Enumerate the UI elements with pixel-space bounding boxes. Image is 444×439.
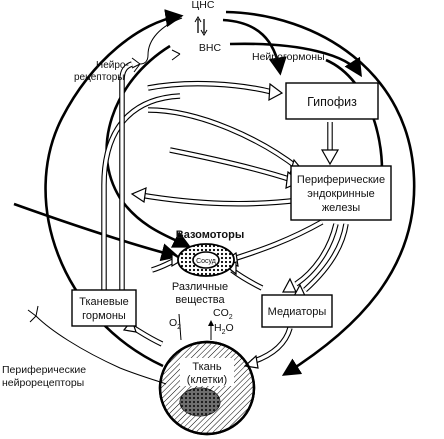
neuroreceptors-label-1: Нейро- xyxy=(96,60,129,71)
peripheral-neuroreceptor-ending xyxy=(27,305,39,323)
o2-label: O2 xyxy=(169,317,181,331)
vasomotors-label: Вазомоторы xyxy=(176,229,244,241)
tissue-label-1: Ткань xyxy=(192,361,221,373)
neurohormones-label: Нейрогормоны xyxy=(252,51,325,63)
neuroreceptor-fiber xyxy=(139,17,183,65)
ans-label: ВНС xyxy=(199,42,222,54)
ans-to-pituitary-arrow xyxy=(229,42,362,78)
pituitary-label: Гипофиз xyxy=(307,95,357,109)
tissue-hormones-box xyxy=(71,289,137,327)
neuroreceptor-ending-1 xyxy=(131,57,141,73)
substances-label-2: вещества xyxy=(175,294,225,306)
peripheral-glands-label-1: Периферические xyxy=(297,174,385,186)
tissue-node xyxy=(158,340,256,436)
pituitary-box xyxy=(285,82,379,120)
neural-line-to-vessel-arrow xyxy=(13,202,180,262)
peripheral-glands-label-2: эндокринные xyxy=(307,188,374,200)
ans-to-vasomotors-arrow xyxy=(105,44,192,248)
vessel-label: Сосуд xyxy=(196,258,216,265)
mediators-box xyxy=(261,294,333,328)
peripheral-neuroreceptors-label-2: нейрорецепторы xyxy=(2,377,84,389)
substances-label-1: Различные xyxy=(172,281,228,293)
peripheral-neuroreceptors-label-1: Периферические xyxy=(2,364,86,376)
humoral-pathways xyxy=(101,61,349,365)
vessel-node xyxy=(177,243,235,277)
tissue-hormones-label-1: Тканевые xyxy=(79,296,128,308)
tissue-label-2: (клетки) xyxy=(187,374,227,386)
outer-loop-right-arrow xyxy=(225,10,416,376)
tissue-gas-exchange xyxy=(178,313,214,341)
cns-to-pituitary-arrow xyxy=(222,18,287,76)
mediators-label: Медиаторы xyxy=(268,306,327,318)
peripheral-neuroreceptor-fiber xyxy=(35,315,167,385)
h2o-label: H2O xyxy=(214,322,234,336)
peripheral-glands-label-3: железы xyxy=(322,202,360,214)
neuroreceptor-ending-2 xyxy=(171,49,181,61)
peripheral-glands-box xyxy=(290,165,392,221)
co2-label: CO2 xyxy=(213,307,233,321)
cns-ans-link xyxy=(194,16,208,36)
tissue-hormones-label-2: гормоны xyxy=(82,310,126,322)
cns-label: ЦНС xyxy=(192,0,215,11)
neuroreceptors-label-2: рецепторы xyxy=(74,72,125,83)
